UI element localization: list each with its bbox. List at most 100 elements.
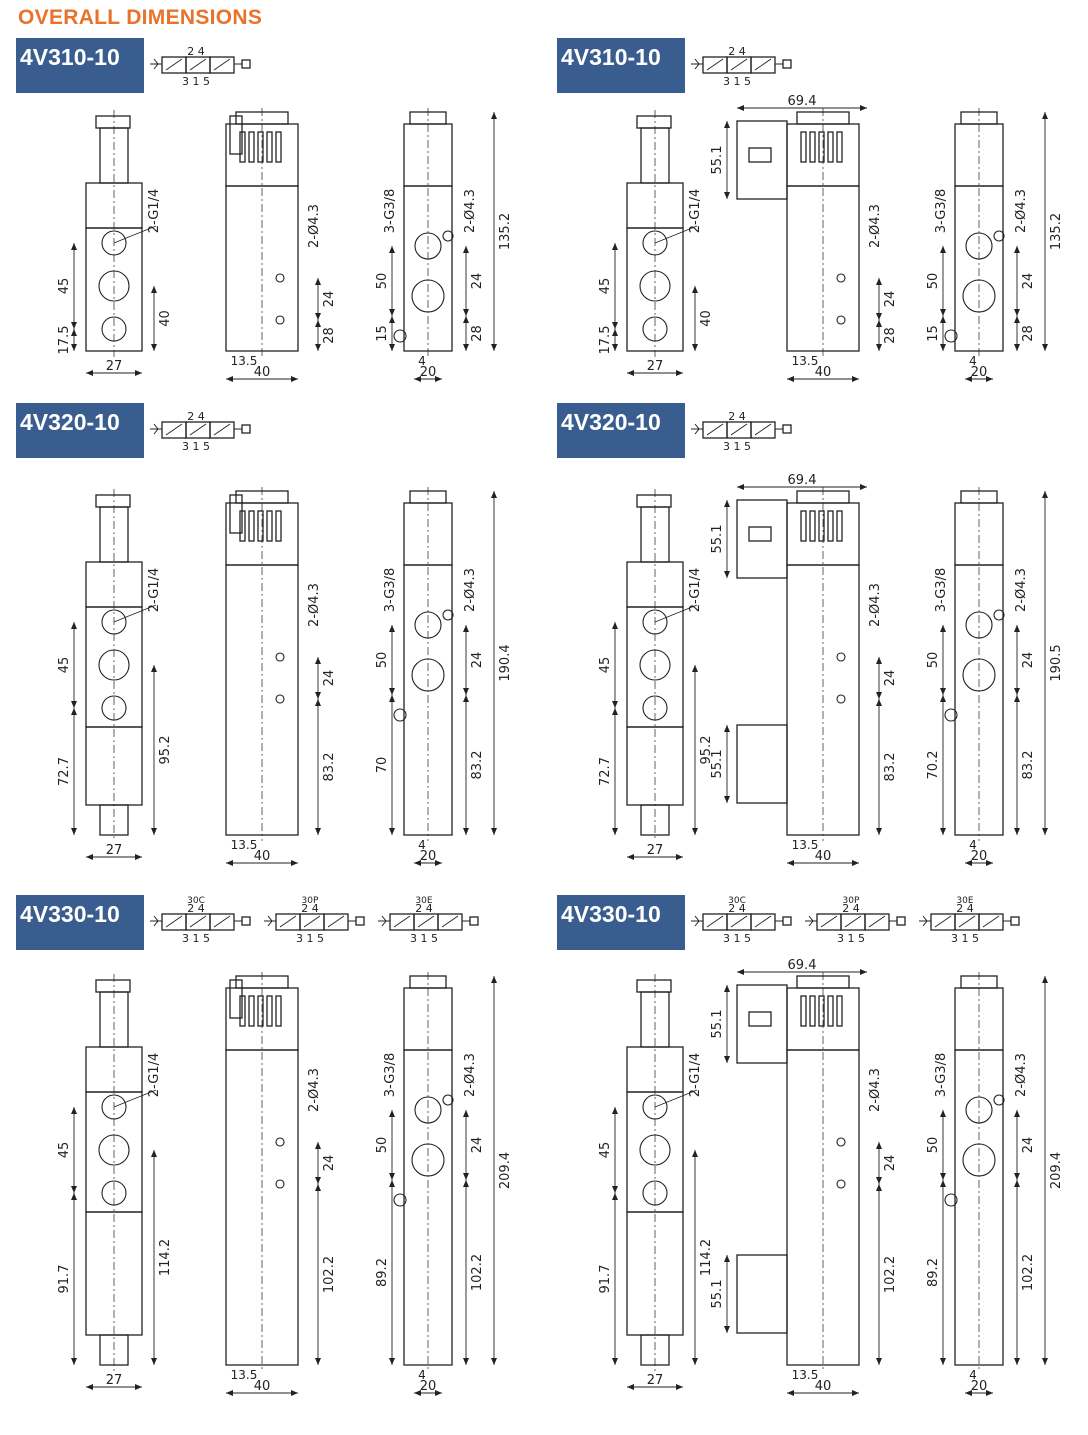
valve-symbol: 2 43 1 5 [691, 45, 792, 88]
port-hole [411, 1143, 445, 1177]
coil-cap [636, 979, 672, 993]
arrow-head [692, 665, 698, 672]
arrow-head [315, 278, 321, 285]
arrow-head [612, 329, 618, 336]
dimension-label: 2-Ø4.3 [463, 189, 478, 233]
valve-body [225, 1049, 299, 1366]
dimension-label: 2-Ø4.3 [463, 568, 478, 612]
arrow-head [986, 1390, 993, 1396]
arrow-head [612, 701, 618, 708]
coil-fin [818, 995, 825, 1027]
drawing-line [213, 915, 231, 928]
drawing-line [844, 915, 862, 928]
drawing-line [958, 915, 976, 928]
port-hole [101, 695, 127, 721]
din-connector-lower [736, 1254, 788, 1334]
dimension-drawing: 2 43 1 52-G1/44517.5402769.455.12-Ø4.324… [598, 45, 1064, 382]
dimension-label: 89.2 [926, 1258, 941, 1287]
arrow-head [491, 1358, 497, 1365]
dimension-label: 15 [375, 325, 390, 342]
arrow-head [389, 316, 395, 323]
dimension-label: 50 [926, 1137, 941, 1154]
din-connector-symbol [748, 1011, 772, 1027]
dimension-label: 45 [57, 278, 72, 295]
model-badge: 4V330-10 [16, 895, 144, 950]
arrow-head [315, 1358, 321, 1365]
drawing-line [706, 58, 724, 71]
port-hole [442, 1094, 454, 1106]
dimension-label: 4 [418, 838, 426, 852]
arrow-head [71, 329, 77, 336]
arrow-head [860, 105, 867, 111]
coil-fin [266, 510, 273, 542]
arrow-head [986, 860, 993, 866]
symbol-box [437, 913, 463, 931]
dimension-label: 102.2 [322, 1256, 337, 1293]
dimension-label: 40 [815, 849, 832, 864]
coil-cap [95, 494, 131, 508]
dimension-label: 20 [971, 849, 988, 864]
arrow-head [940, 344, 946, 351]
arrow-head [71, 1193, 77, 1200]
arrow-head [876, 1142, 882, 1149]
arrow-head [1014, 316, 1020, 323]
arrow-head [724, 1056, 730, 1063]
arrow-head [940, 1358, 946, 1365]
dimension-label: 45 [57, 1142, 72, 1159]
arrow-head [71, 1186, 77, 1193]
arrow-head [151, 1358, 157, 1365]
arrow-head [692, 344, 698, 351]
port-hole [993, 230, 1005, 242]
din-connector-lower [736, 724, 788, 804]
symbol-type-label: 30C [728, 896, 746, 906]
symbol-box [750, 421, 776, 439]
dimension-label: 2-G1/4 [147, 1053, 162, 1097]
dimension-label: 70 [375, 757, 390, 774]
arrow-head [151, 344, 157, 351]
dimension-label: 83.2 [1021, 751, 1036, 780]
port-hole [642, 230, 668, 256]
dimension-label: 83.2 [470, 751, 485, 780]
coil-fin [266, 131, 273, 163]
port-hole [962, 279, 996, 313]
port-hole [836, 315, 846, 325]
dimension-label: 40 [699, 310, 714, 327]
dimension-label: 50 [926, 652, 941, 669]
spring-icon [153, 58, 159, 70]
drawing-line [820, 915, 838, 928]
arrow-head [737, 105, 744, 111]
arrow-head [389, 344, 395, 351]
symbol-port-label-bottom: 3 1 5 [182, 932, 210, 945]
arrow-head [389, 1180, 395, 1187]
arrow-head [151, 286, 157, 293]
dimension-label: 2-Ø4.3 [463, 1053, 478, 1097]
dimension-label: 72.7 [57, 757, 72, 786]
dimension-label: 95.2 [699, 736, 714, 765]
symbol-box [750, 56, 776, 74]
drawing-line [934, 915, 952, 928]
arrow-head [724, 121, 730, 128]
arrow-head [463, 625, 469, 632]
arrow-head [315, 828, 321, 835]
port-hole [836, 273, 846, 283]
dimension-label: 91.7 [57, 1265, 72, 1294]
dimension-label: 28 [883, 327, 898, 344]
symbol-port-label-bottom: 3 1 5 [182, 440, 210, 453]
arrow-head [226, 860, 233, 866]
port-hole [639, 270, 671, 302]
coil-fin [818, 131, 825, 163]
port-hole [642, 695, 668, 721]
port-hole [639, 649, 671, 681]
arrow-head [389, 625, 395, 632]
dimension-label: 40 [815, 365, 832, 380]
drawing-line [165, 423, 183, 436]
solenoid-icon [1010, 916, 1020, 926]
dimension-label: 13.5 [792, 1368, 819, 1382]
port-hole [962, 658, 996, 692]
arrow-head [315, 1142, 321, 1149]
coil-cap [95, 979, 131, 993]
spring-icon [694, 58, 700, 70]
